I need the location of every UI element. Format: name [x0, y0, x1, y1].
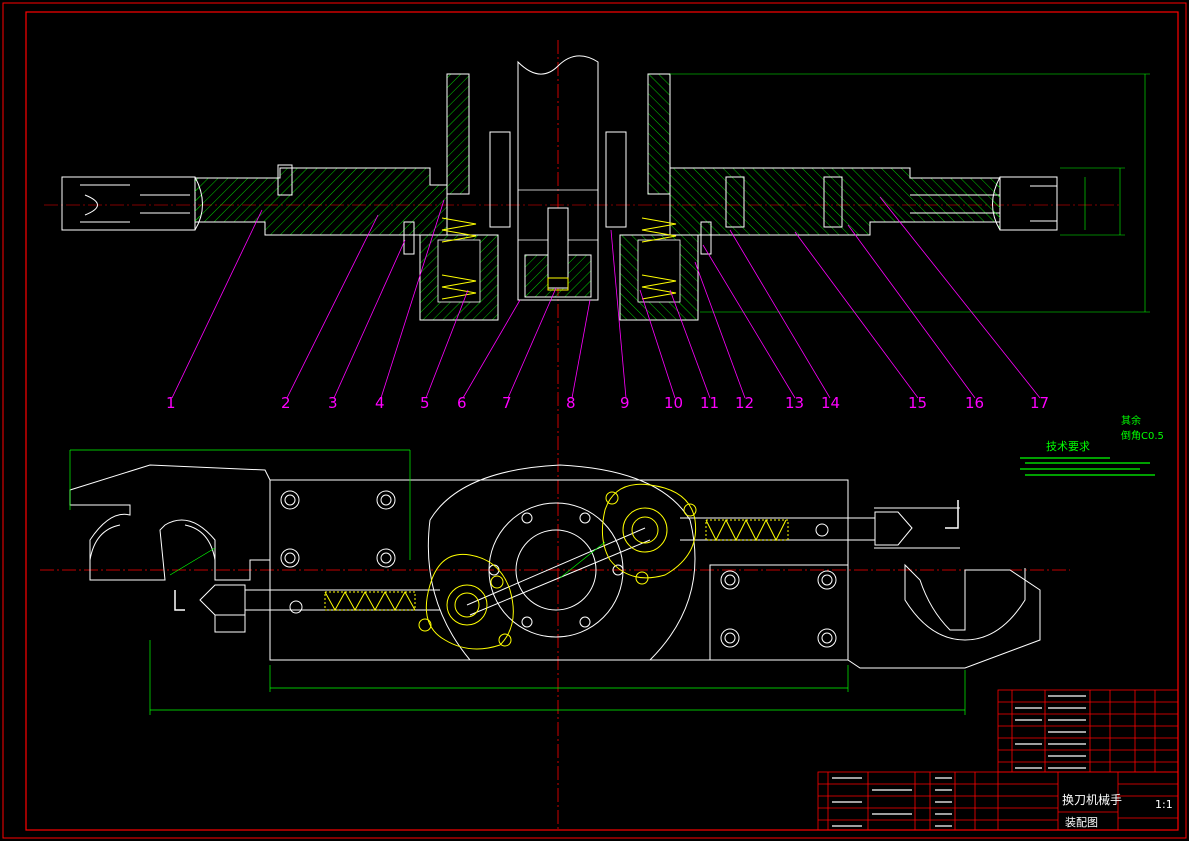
right-arm-body	[669, 167, 1001, 236]
inner-border	[25, 11, 1179, 831]
leader-lines	[171, 196, 1041, 399]
left-cam	[425, 553, 514, 650]
part-number: 6	[457, 394, 467, 412]
part-number: 13	[785, 394, 804, 412]
right-gripper-end	[910, 176, 1058, 231]
section-view	[44, 40, 1150, 830]
part-number: 2	[281, 394, 291, 412]
drawing-scale: 1:1	[1155, 798, 1173, 811]
part-number: 14	[821, 394, 840, 412]
right-piston-rod	[680, 511, 913, 546]
surface-finish-line1: 其余	[1121, 414, 1141, 427]
technical-requirements: 技术要求	[1020, 440, 1155, 476]
drawing-subtitle: 装配图	[1065, 816, 1098, 829]
bolt-holes-right	[720, 570, 837, 648]
tech-req-heading: 技术要求	[1046, 440, 1090, 453]
section-markers	[174, 500, 959, 611]
left-spring-upper	[441, 217, 477, 243]
right-spring	[705, 518, 787, 542]
part-number: 16	[965, 394, 984, 412]
left-sleeve	[446, 73, 470, 195]
part-number: 11	[700, 394, 719, 412]
part-number: 3	[328, 394, 338, 412]
right-cam	[601, 483, 697, 579]
part-number: 8	[566, 394, 576, 412]
central-shaft	[517, 55, 599, 301]
left-arm-body	[194, 167, 448, 236]
drawing-title: 换刀机械手	[1062, 792, 1122, 807]
bolt-holes-left	[280, 490, 396, 568]
part-number: 9	[620, 394, 630, 412]
right-spring-upper	[641, 217, 677, 243]
part-number: 5	[420, 394, 430, 412]
left-gripper-end	[61, 176, 196, 231]
plan-view	[40, 464, 1070, 669]
plan-dimensions	[69, 449, 966, 715]
right-sleeve	[647, 73, 671, 195]
part-number: 10	[664, 394, 683, 412]
left-piston-rod	[199, 584, 440, 633]
right-spring-lower	[641, 274, 677, 300]
parts-list-lines	[832, 695, 1086, 827]
part-number: 17	[1030, 394, 1049, 412]
part-number: 15	[908, 394, 927, 412]
part-number: 1	[166, 394, 176, 412]
left-spring-lower	[441, 274, 477, 300]
left-spring	[324, 590, 416, 612]
surface-finish-note: 其余 倒角C0.5	[1121, 414, 1164, 442]
title-block	[817, 689, 1179, 831]
plan-view-cams	[324, 483, 789, 650]
surface-finish-line2: 倒角C0.5	[1121, 430, 1164, 442]
part-number: 12	[735, 394, 754, 412]
part-number: 7	[502, 394, 512, 412]
left-gripper-arm	[69, 464, 271, 581]
part-number: 4	[375, 394, 385, 412]
part-number-labels: 1 2 3 4 5 6 7 8 9 10 11 12 13 14 15 16 1…	[166, 394, 1049, 412]
